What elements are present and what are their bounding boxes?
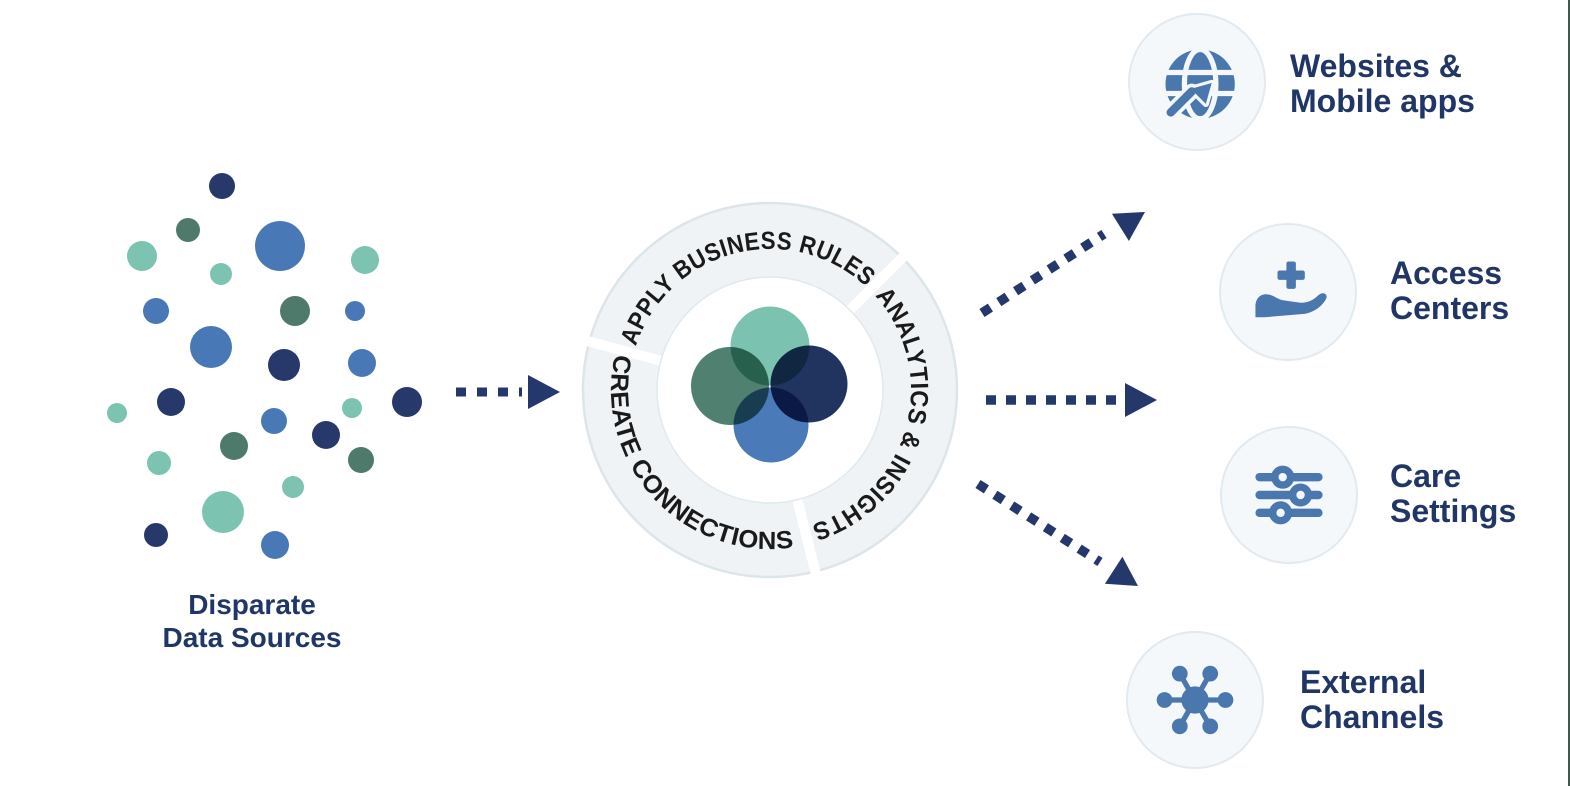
arrowhead — [1104, 556, 1138, 586]
source-dots — [107, 173, 422, 559]
data-source-dot — [202, 491, 244, 533]
arrow-hub-to-websites — [979, 212, 1145, 317]
data-source-dot — [261, 531, 289, 559]
venn-circle-bottom — [733, 387, 809, 463]
arrow-hub-to-care-settings — [975, 479, 1138, 586]
arrowhead — [528, 375, 560, 409]
arrowhead — [1111, 212, 1145, 241]
target-label-line1: External — [1300, 664, 1427, 700]
data-source-dot — [127, 241, 157, 271]
data-source-dot — [348, 349, 376, 377]
data-source-dot — [157, 388, 185, 416]
target-circle-external-channels — [1126, 631, 1264, 769]
data-source-dot — [220, 432, 248, 460]
target-label-line2: Settings — [1390, 493, 1517, 529]
venn-circles — [691, 306, 848, 463]
data-source-dot — [255, 221, 305, 271]
data-source-dot — [209, 173, 235, 199]
target-label-websites: Websites & Mobile apps — [1290, 49, 1475, 119]
source-label-line1: Disparate — [188, 589, 316, 620]
target-circle-care-settings — [1220, 426, 1358, 564]
data-source-dot — [392, 387, 422, 417]
target-label-line2: Centers — [1390, 290, 1510, 326]
globe-cursor-icon — [1162, 46, 1235, 122]
arrow-sources-to-hub — [456, 375, 560, 409]
data-source-dot — [280, 296, 310, 326]
source-cluster-label: Disparate Data Sources — [112, 588, 392, 654]
target-label-line2: Channels — [1300, 699, 1445, 735]
target-label-line1: Access — [1390, 255, 1503, 291]
arrowhead — [1125, 383, 1157, 417]
data-source-dot — [282, 476, 304, 498]
target-label-line2: Mobile apps — [1290, 83, 1475, 119]
data-source-dot — [144, 523, 168, 547]
hub-network-icon — [1156, 665, 1234, 735]
target-label-access-centers: Access Centers — [1390, 256, 1509, 326]
data-source-dot — [345, 301, 365, 321]
data-source-dot — [143, 298, 169, 324]
target-label-line1: Care — [1390, 458, 1462, 494]
window-edge-line — [1568, 0, 1570, 786]
target-label-external-channels: External Channels — [1300, 665, 1444, 735]
sliders-icon — [1255, 465, 1323, 525]
data-source-dot — [312, 421, 340, 449]
hand-holding-medical-icon — [1255, 261, 1327, 318]
target-circle-websites — [1128, 13, 1266, 151]
data-source-dot — [342, 398, 362, 418]
data-source-dot — [210, 263, 232, 285]
target-label-line1: Websites & — [1290, 48, 1462, 84]
arrow-hub-to-access-centers — [986, 383, 1157, 417]
target-label-care-settings: Care Settings — [1390, 459, 1516, 529]
hub-ring: APPLY BUSINESS RULES ANALYTICS & INSIGHT… — [580, 201, 959, 581]
data-source-dot — [190, 326, 232, 368]
data-source-dot — [147, 451, 171, 475]
data-source-dot — [351, 246, 379, 274]
data-source-dot — [176, 218, 200, 242]
data-source-dot — [107, 403, 127, 423]
target-circle-access-centers — [1219, 223, 1357, 361]
ring-segment-dividers — [580, 248, 912, 581]
data-source-dot — [348, 447, 374, 473]
data-source-dot — [261, 408, 287, 434]
data-source-dot — [268, 349, 300, 381]
cursor-arrow — [1162, 79, 1215, 121]
source-label-line2: Data Sources — [162, 622, 342, 653]
